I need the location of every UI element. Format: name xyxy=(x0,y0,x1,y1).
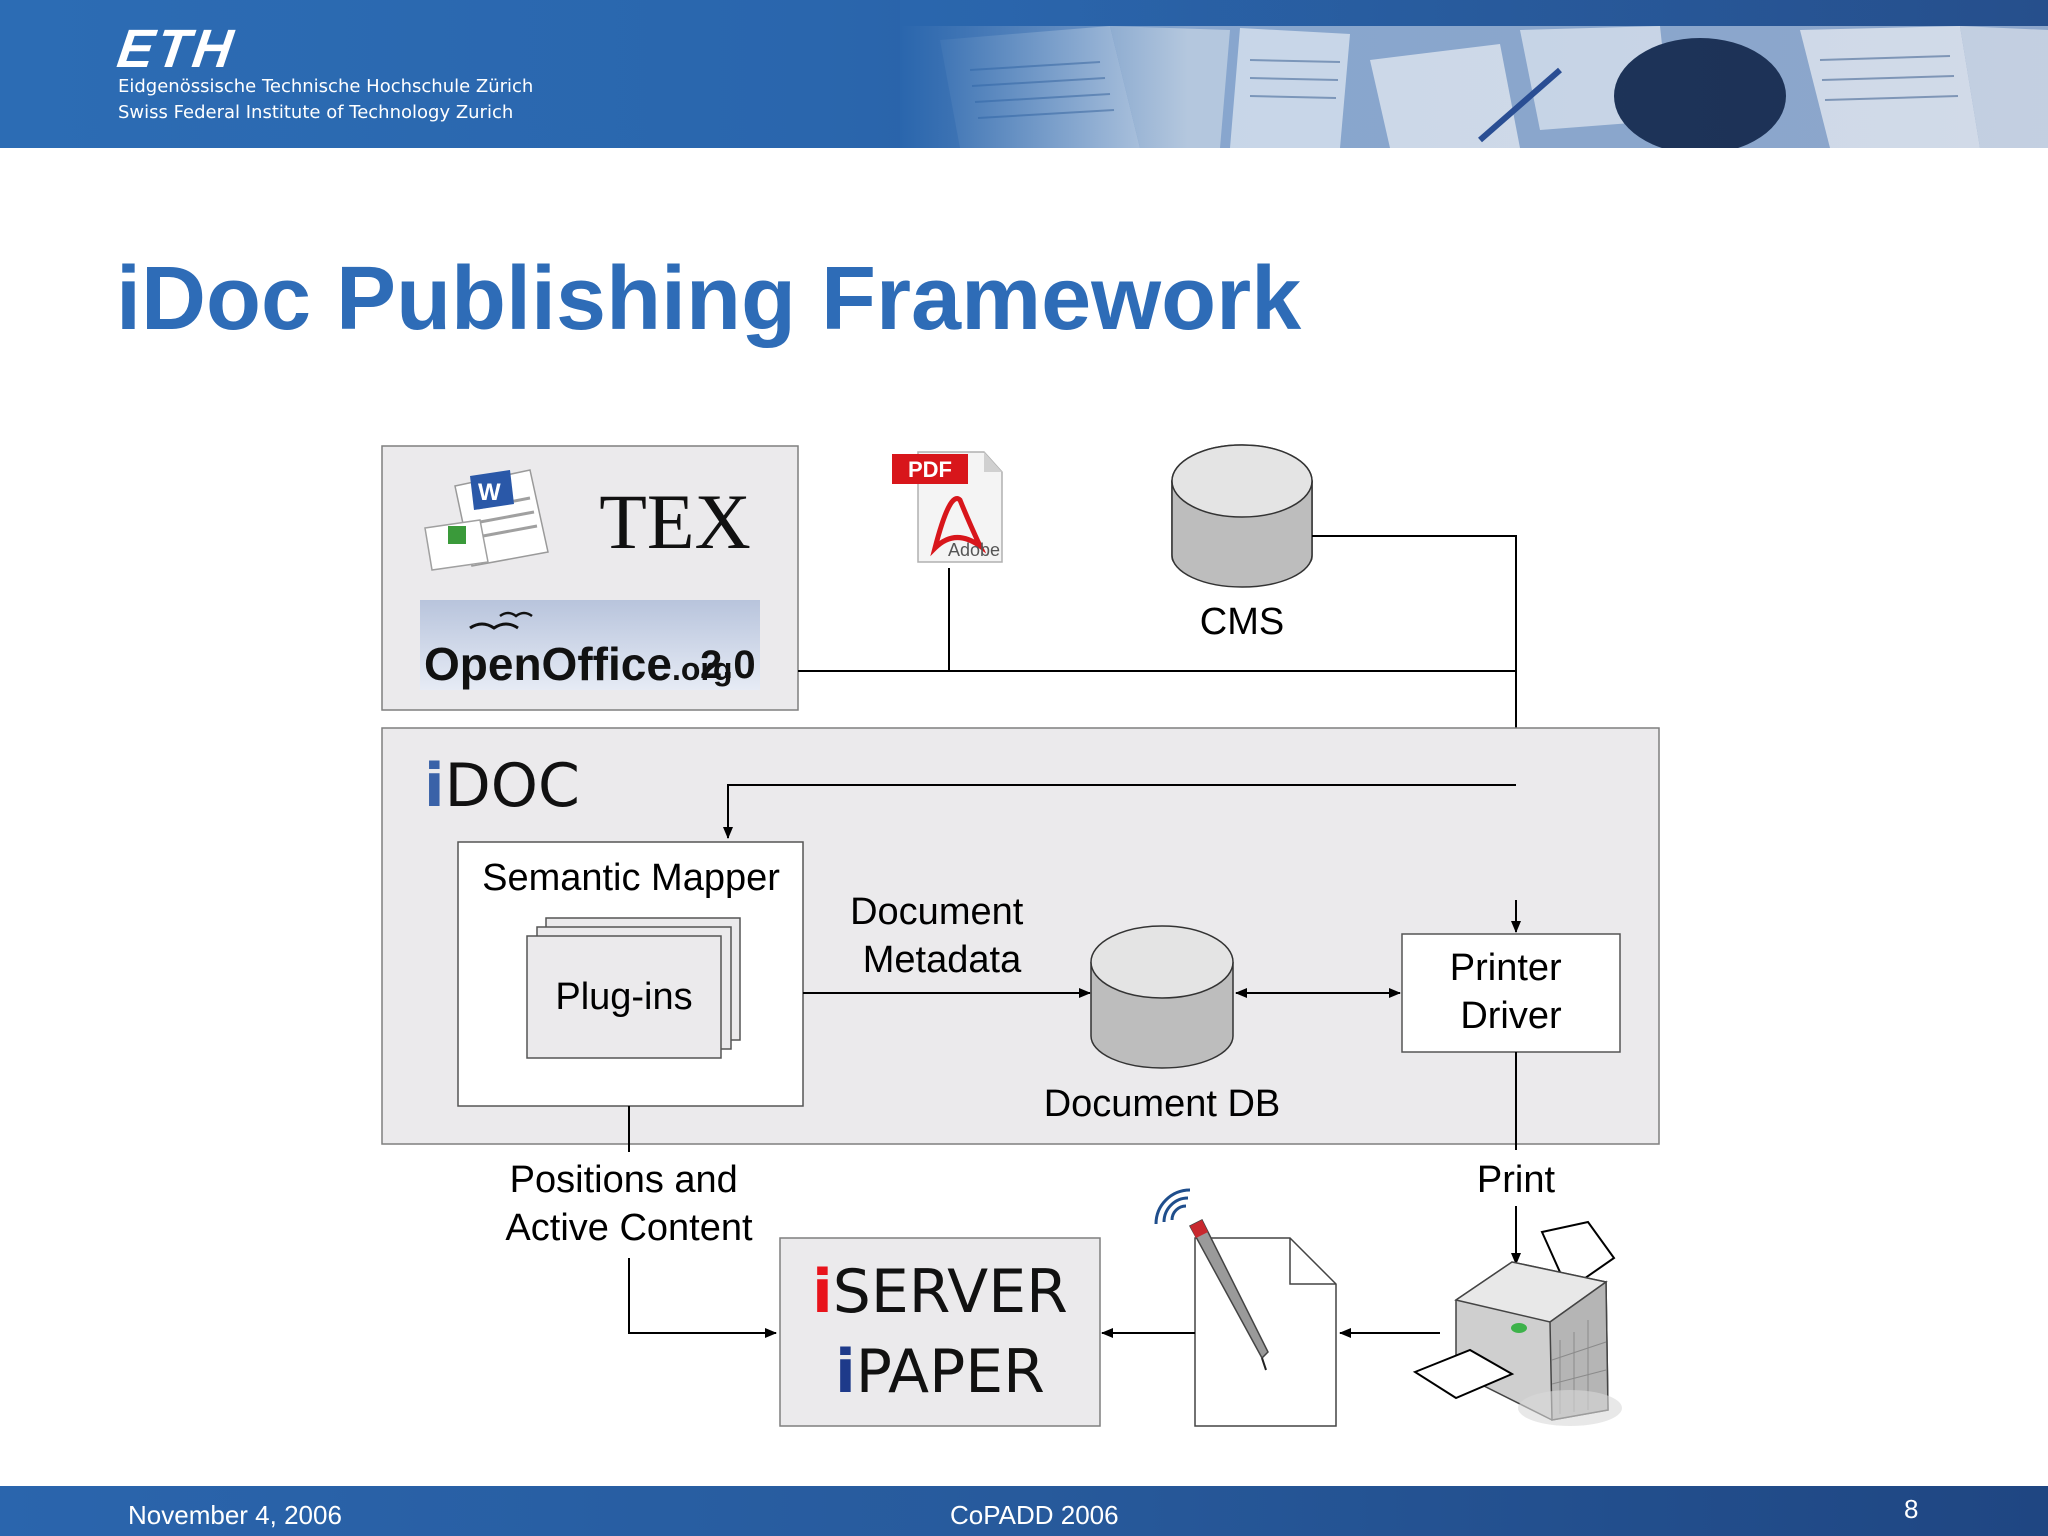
ipaper-logo: iPAPER xyxy=(835,1337,1045,1407)
document-metadata-label: Document Metadata xyxy=(850,891,1034,981)
header-desk-photo xyxy=(900,0,2048,148)
printer-icon xyxy=(1412,1220,1622,1426)
footer-page-number: 8 xyxy=(1904,1494,1919,1524)
iserver-ipaper-box xyxy=(779,1237,1101,1427)
iserver-logo: iSERVER xyxy=(812,1257,1068,1327)
openoffice-logo: OpenOffice.org 2.0 xyxy=(420,600,760,690)
openoffice-brand: OpenOffice xyxy=(424,638,672,690)
printer-driver-label: Printer Driver xyxy=(1450,947,1572,1037)
pdf-badge-label: PDF xyxy=(908,457,952,482)
document-db-icon xyxy=(1090,925,1234,1069)
plugins-label: Plug-ins xyxy=(555,976,692,1018)
document-db-label: Document DB xyxy=(1044,1083,1281,1125)
institution-name-german: Eidgenössische Technische Hochschule Zür… xyxy=(118,76,534,97)
cms-label: CMS xyxy=(1200,601,1284,643)
digital-pen-icon xyxy=(1154,1188,1269,1371)
input-to-mapper-arrow xyxy=(723,784,1516,839)
openoffice-suffix: .org xyxy=(672,651,732,687)
header-banner: ETH Eidgenössische Technische Hochschule… xyxy=(0,0,2048,148)
positions-label: Positions and Active Content xyxy=(505,1159,753,1249)
plugins-box xyxy=(526,935,722,1059)
footer-bar: November 4, 2006 CoPADD 2006 8 xyxy=(0,1486,2048,1536)
semantic-mapper-label: Semantic Mapper xyxy=(482,857,780,899)
footer-conference: CoPADD 2006 xyxy=(950,1500,1119,1530)
svg-text:OpenOffice.org: OpenOffice.org xyxy=(424,638,732,690)
pdf-document-icon: PDF Adobe xyxy=(892,451,1003,563)
footer-date: November 4, 2006 xyxy=(128,1500,342,1530)
adobe-label: Adobe xyxy=(948,540,1000,560)
tex-logo: TEX xyxy=(599,478,751,565)
word-document-icon: W xyxy=(424,469,549,571)
svg-text:W: W xyxy=(478,479,501,506)
slide-title: iDoc Publishing Framework xyxy=(116,249,1302,349)
cms-database-icon xyxy=(1171,444,1313,588)
print-label: Print xyxy=(1477,1159,1556,1201)
printer-driver-box xyxy=(1401,933,1621,1053)
openoffice-version: 2.0 xyxy=(700,643,756,687)
idoc-logo: iDOC xyxy=(424,751,580,821)
institution-name-english: Swiss Federal Institute of Technology Zu… xyxy=(118,102,514,123)
